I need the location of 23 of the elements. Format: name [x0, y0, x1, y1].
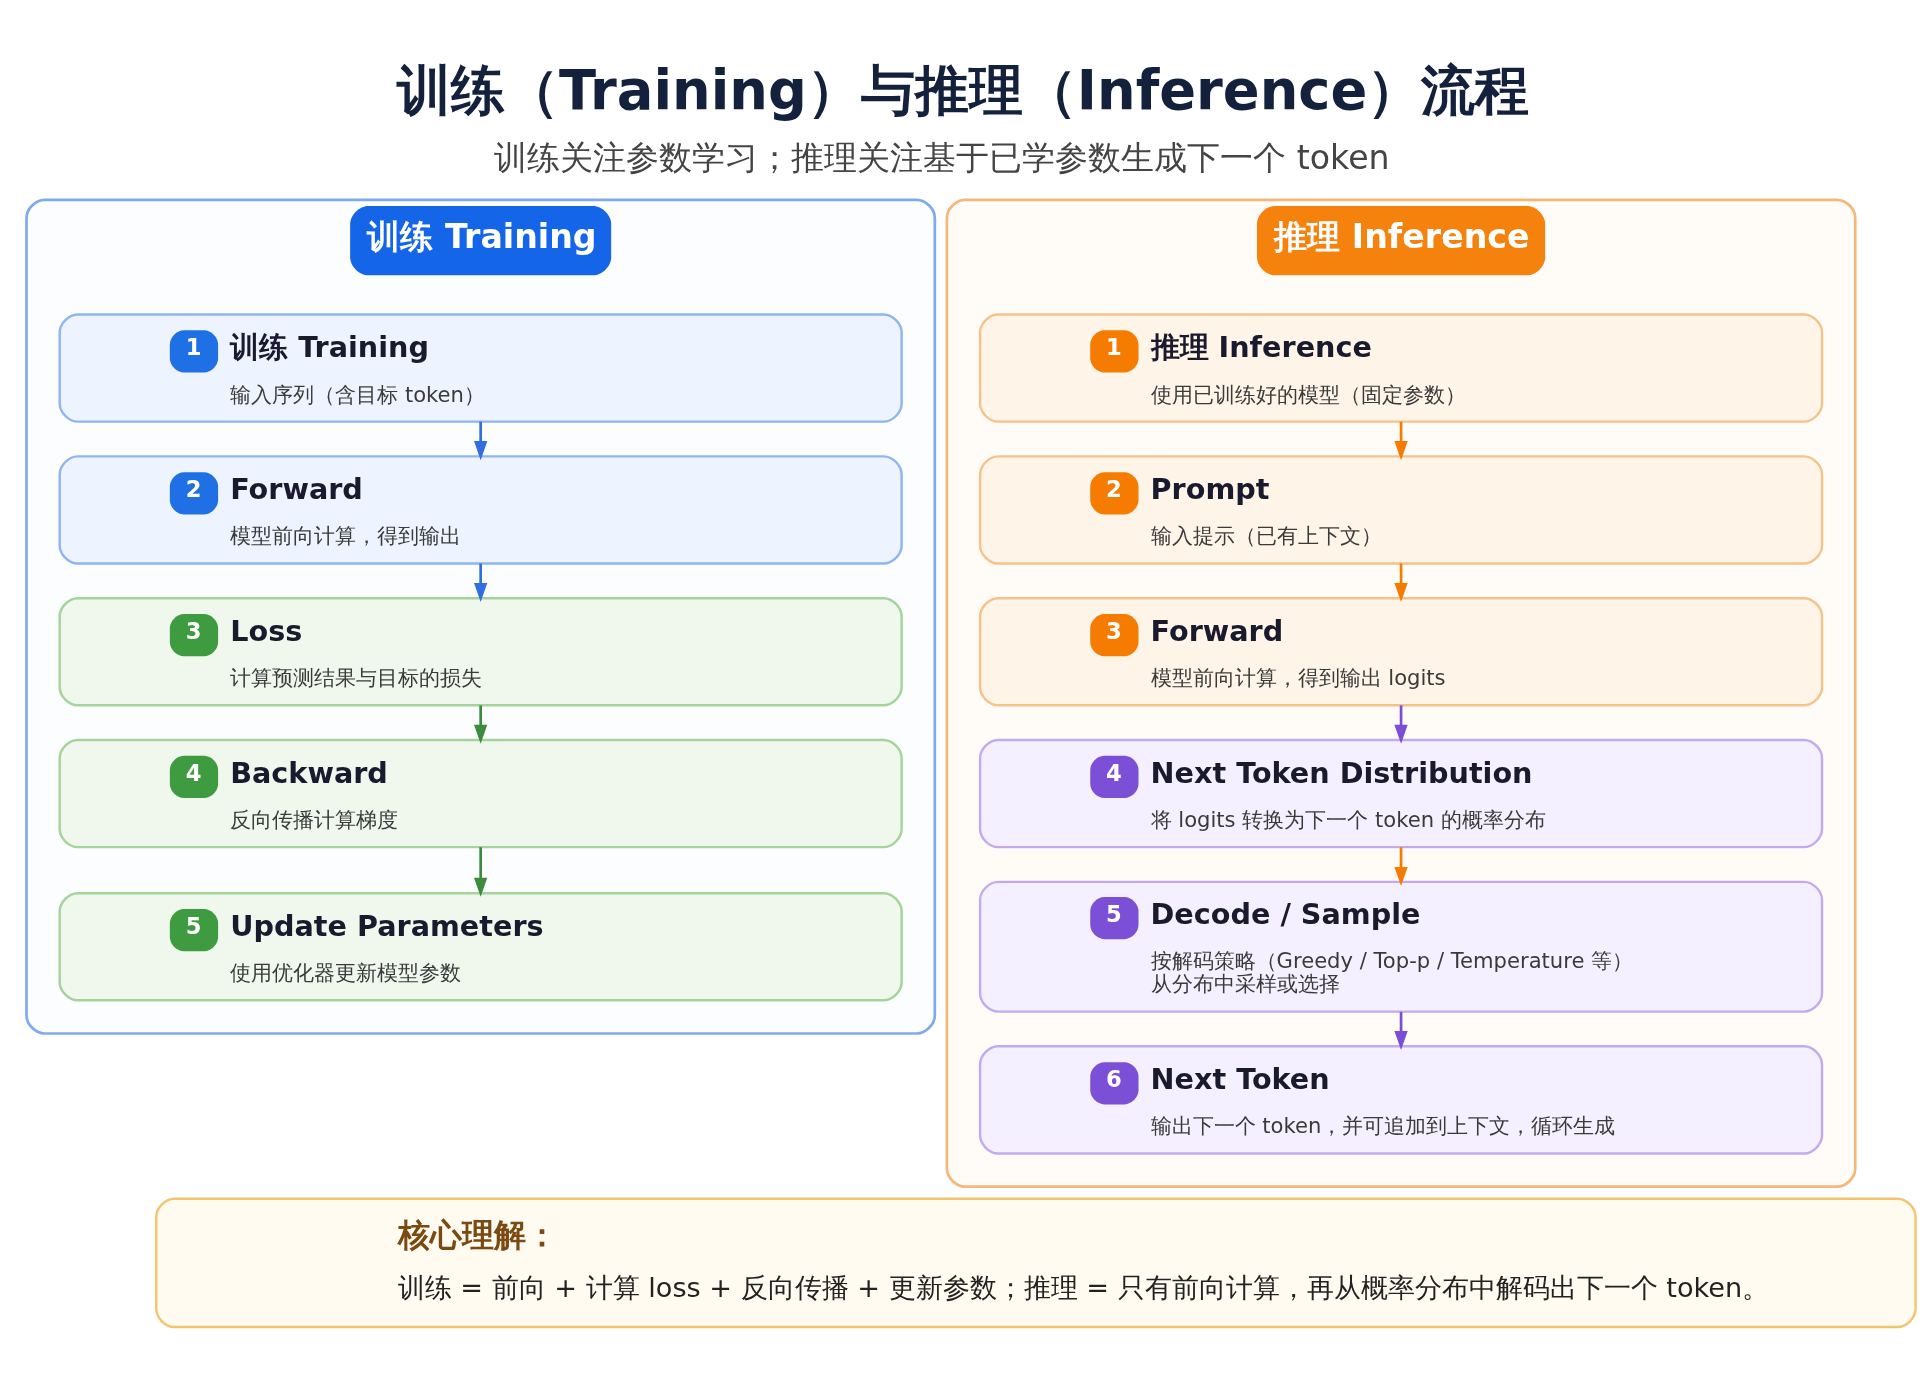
arrow — [474, 847, 488, 897]
arrow — [1394, 705, 1408, 744]
node-box: 2 Forward 模型前向计算，得到输出 — [58, 455, 903, 565]
node-box: 2 Prompt 输入提示（已有上下文） — [978, 455, 1824, 565]
arrow — [474, 421, 488, 461]
arrow — [1394, 563, 1408, 602]
arrow — [1394, 1011, 1408, 1051]
label: 训练关注参数学习；推理关注基于已学参数生成下一个 token — [494, 138, 1390, 178]
arrow — [1394, 421, 1408, 461]
node-box: 5 Decode / Sample 按解码策略（Greedy / Top-p / Temperature 等）从分布中采样或选择 — [978, 880, 1824, 1013]
node-box: 6 Next Token 输出下一个 token，并可追加到上下文，循环生成 — [978, 1045, 1824, 1155]
arrow — [474, 563, 488, 602]
node-box: 4 Backward 反向传播计算梯度 — [58, 738, 903, 849]
diagram-title: 训练（Training）与推理（Inference）流程 — [396, 59, 1530, 123]
node-box: 核心理解： 训练 = 前向 + 计算 loss + 反向传播 + 更新参数；推理 = 只有前向计算，再从概率分布中解码出下一个 token。 — [155, 1197, 1917, 1329]
node-box: 1 推理 Inference 使用已训练好的模型（固定参数） — [978, 313, 1824, 423]
node-box: 4 Next Token Distribution 将 logits 转换为下一个 token 的概率分布 — [978, 738, 1824, 849]
arrow — [474, 705, 488, 744]
node-box: 1 训练 Training 输入序列（含目标 token） — [58, 313, 903, 423]
node-box: 5 Update Parameters 使用优化器更新模型参数 — [58, 891, 903, 1002]
arrow — [1394, 847, 1408, 886]
node-box: 3 Forward 模型前向计算，得到输出 logits — [978, 597, 1824, 707]
node-box: 3 Loss 计算预测结果与目标的损失 — [58, 597, 903, 707]
